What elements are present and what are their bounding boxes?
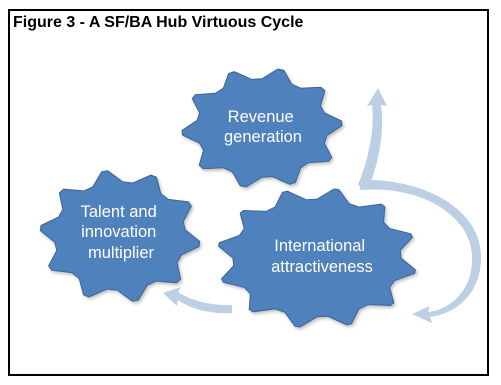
international-gear (217, 188, 417, 328)
arrow-to-revenue (358, 88, 387, 190)
figure-title: Figure 3 - A SF/BA Hub Virtuous Cycle (13, 14, 304, 31)
talent-label: Talent and innovation multiplier (81, 203, 162, 262)
talent-gear (39, 170, 201, 302)
revenue-gear (181, 68, 343, 188)
revenue-label: Revenue generation (224, 108, 302, 146)
international-label: International attractiveness (271, 237, 373, 276)
arrow-to-talent (163, 287, 232, 314)
gears-group (39, 68, 417, 328)
